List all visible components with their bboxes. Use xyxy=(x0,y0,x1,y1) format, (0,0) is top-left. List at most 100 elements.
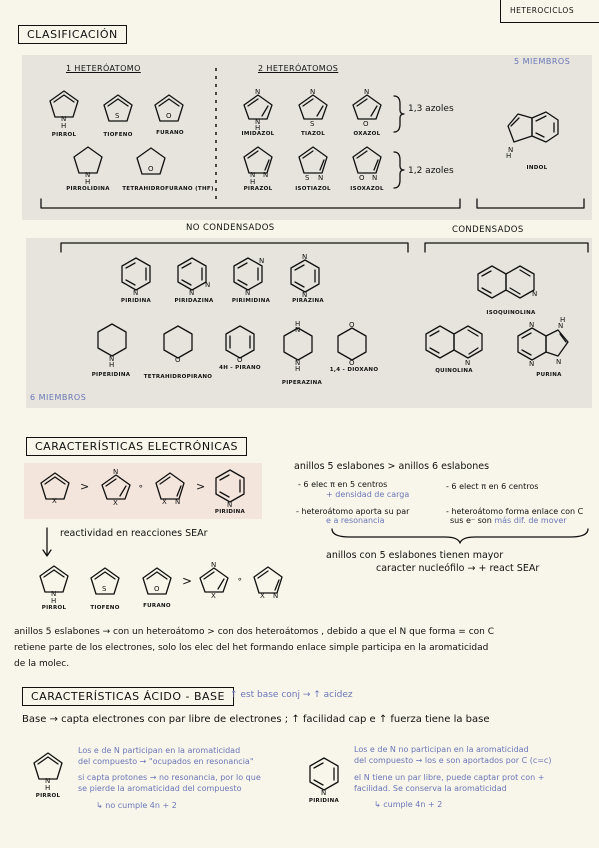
bracket-condensados-top xyxy=(476,198,585,209)
electronicas-c2a: - 6 elect π en 6 centros xyxy=(446,482,539,491)
imidazol-structure: N N H xyxy=(243,88,273,132)
label-pirazina: PIRAZINA xyxy=(292,298,324,304)
label-oxazol: OXAZOL xyxy=(353,131,381,137)
atom-n: N xyxy=(205,281,210,289)
ab-left-3: si capta protones → no resonancia, por l… xyxy=(78,773,261,782)
atom-h: H xyxy=(560,316,565,324)
atom-n: N xyxy=(85,171,90,179)
atom-n: N xyxy=(529,360,534,368)
pirimidina-structure: N N xyxy=(233,257,264,297)
ab-left-1: Los e de N participan en la aromaticidad xyxy=(78,746,241,755)
pirrol-x-structure: X xyxy=(40,472,70,505)
atom-n: N xyxy=(133,289,138,297)
pirrol-structure: N H xyxy=(49,90,79,130)
atom-n: N xyxy=(295,359,300,367)
label-6-miembros: 6 MIEMBROS xyxy=(30,393,87,402)
ab-right-2: del compuesto → los e son aportados por … xyxy=(354,756,552,765)
thp-structure: O xyxy=(163,325,193,364)
isoquinolina-structure: N xyxy=(477,265,537,299)
atom-h: H xyxy=(295,320,300,328)
label-isoxazol: ISOXAZOL xyxy=(350,186,384,192)
section-title-clasificacion: CLASIFICACIÓN xyxy=(18,25,127,44)
atom-n: N xyxy=(558,322,563,330)
atom-s: S xyxy=(102,585,107,593)
electronicas-c4b: sus e⁻ son más dif. de mover xyxy=(450,516,567,526)
atom-n: N xyxy=(227,501,232,509)
label-piridazina: PIRIDAZINA xyxy=(174,298,214,304)
bracket-no-condensados-top xyxy=(40,198,461,209)
label-pirazol: PIRAZOL xyxy=(243,186,273,192)
brace-bottom xyxy=(331,528,589,544)
atom-n: N xyxy=(532,290,537,298)
label-piridina-e: PIRIDINA xyxy=(214,509,246,515)
label-1-heteroatomo: 1 HETERÓATOMO xyxy=(66,64,141,73)
atom-x: X xyxy=(52,497,57,505)
piperazina-structure: H N N H xyxy=(283,320,313,373)
label-quinolina: QUINOLINA xyxy=(435,368,473,374)
pirrolidina-structure: N H xyxy=(73,146,103,186)
isotiazol-structure: N S xyxy=(298,146,328,182)
label-pirrol-r: PIRROL xyxy=(41,605,67,611)
tiofeno-structure: S xyxy=(103,94,133,122)
paragraph-line3: de la molec. xyxy=(14,659,70,669)
label-azoles-12: 1,2 azoles xyxy=(408,166,454,176)
atom-n: N xyxy=(245,289,250,297)
label-imidazol: IMIDAZOL xyxy=(241,131,275,137)
label-condensados: CONDENSADOS xyxy=(452,225,524,235)
section-title-electronicas: CARACTERÍSTICAS ELECTRÓNICAS xyxy=(26,437,247,456)
piridina-structure: N xyxy=(121,257,151,297)
atom-n: N xyxy=(61,115,66,123)
furano-r-structure: O xyxy=(142,567,172,595)
label-pirano: 4H - PIRANO xyxy=(219,365,261,371)
acido-base-note: ↑ est base conj → ↑ acidez xyxy=(230,690,353,700)
brace-13 xyxy=(393,95,405,133)
label-piridina-ab: PIRIDINA xyxy=(308,798,340,804)
pirazol-x-structure: N X xyxy=(155,472,185,506)
paragraph-line2: retiene parte de los electrones, solo lo… xyxy=(14,643,489,653)
mayor-line2: caracter nucleófilo → + react SEAr xyxy=(376,563,540,574)
greater-sign: > xyxy=(80,480,90,493)
label-purina: PURINA xyxy=(536,372,562,378)
piridina-ab-structure: N xyxy=(309,757,339,797)
label-thf: TETRAHIDROFURANO (THF) xyxy=(122,186,214,192)
atom-n: N xyxy=(321,789,326,797)
atom-o: O xyxy=(154,585,160,593)
atom-n: N xyxy=(295,326,300,334)
label-tiazol: TIAZOL xyxy=(300,131,326,137)
pirrol-r-structure: N H xyxy=(39,565,69,605)
label-pirrolidina: PIRROLIDINA xyxy=(66,186,110,192)
atom-h: H xyxy=(45,784,50,792)
atom-o: O xyxy=(349,359,355,367)
atom-n: N xyxy=(465,359,470,367)
atom-x: X xyxy=(162,498,167,506)
base-line: Base → capta electrones con par libre de… xyxy=(22,714,490,725)
mayor-line1: anillos con 5 eslabones tienen mayor xyxy=(326,550,504,561)
label-tiofeno: TIOFENO xyxy=(103,132,133,138)
atom-x: X xyxy=(113,499,118,507)
dot-sign: ∘ xyxy=(237,575,243,585)
atom-n: N xyxy=(263,171,268,179)
section-title-acido-base: CARACTERÍSTICAS ÁCIDO - BASE xyxy=(22,687,234,706)
atom-n: N xyxy=(310,88,315,96)
ab-left-4: se pierde la aromaticidad del compuesto xyxy=(78,784,242,793)
purina-structure: N N N H N xyxy=(517,316,569,368)
quinolina-structure: N xyxy=(425,325,483,367)
label-pirrol-ab: PIRROL xyxy=(35,793,61,799)
furano-structure: O xyxy=(154,94,184,122)
panel-5-miembros xyxy=(22,55,592,220)
atom-n: N xyxy=(556,358,561,366)
atom-n: N xyxy=(259,257,264,265)
atom-o: O xyxy=(349,321,355,329)
atom-n: N xyxy=(364,88,369,96)
label-pirrol: PIRROL xyxy=(51,132,77,138)
electronicas-c1b: + densidad de carga xyxy=(326,490,410,499)
atom-n: N xyxy=(189,289,194,297)
paragraph-line1: anillos 5 eslabones → con un heteroátomo… xyxy=(14,627,495,637)
bracket-no-condensados xyxy=(60,242,409,253)
label-2-heteroatomos: 2 HETERÓATOMOS xyxy=(258,64,339,73)
bracket-condensados xyxy=(424,242,589,253)
atom-n: N xyxy=(51,590,56,598)
oxazol-structure: N O xyxy=(352,88,382,128)
atom-n: N xyxy=(109,355,114,363)
atom-x: X xyxy=(211,592,216,600)
